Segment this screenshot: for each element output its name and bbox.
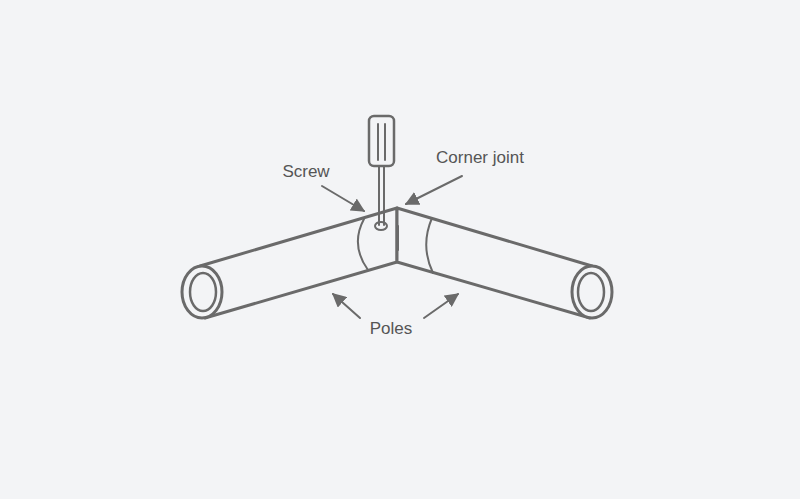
handle-groove bbox=[377, 124, 379, 160]
pole-end-inner bbox=[578, 273, 604, 311]
leader-arrow bbox=[322, 186, 364, 211]
handle-groove bbox=[384, 124, 386, 160]
pole-end-inner bbox=[190, 273, 216, 311]
leader-arrow bbox=[406, 176, 462, 204]
screw-shaft bbox=[383, 166, 385, 225]
part-label: Poles bbox=[370, 319, 413, 339]
joint-seam bbox=[426, 218, 433, 273]
screw-shaft bbox=[378, 166, 380, 225]
joint-seam bbox=[358, 219, 368, 270]
leader-arrow bbox=[424, 294, 458, 318]
part-label: Corner joint bbox=[436, 148, 524, 168]
part-label: Screw bbox=[282, 162, 329, 182]
screwdriver-handle bbox=[369, 116, 394, 166]
screw-hole bbox=[375, 222, 387, 230]
right-pole bbox=[397, 208, 592, 318]
joint-edge bbox=[397, 226, 399, 250]
pole-end bbox=[572, 266, 612, 318]
leader-arrow bbox=[333, 294, 360, 318]
left-pole bbox=[200, 208, 397, 318]
pole-end bbox=[182, 266, 222, 318]
